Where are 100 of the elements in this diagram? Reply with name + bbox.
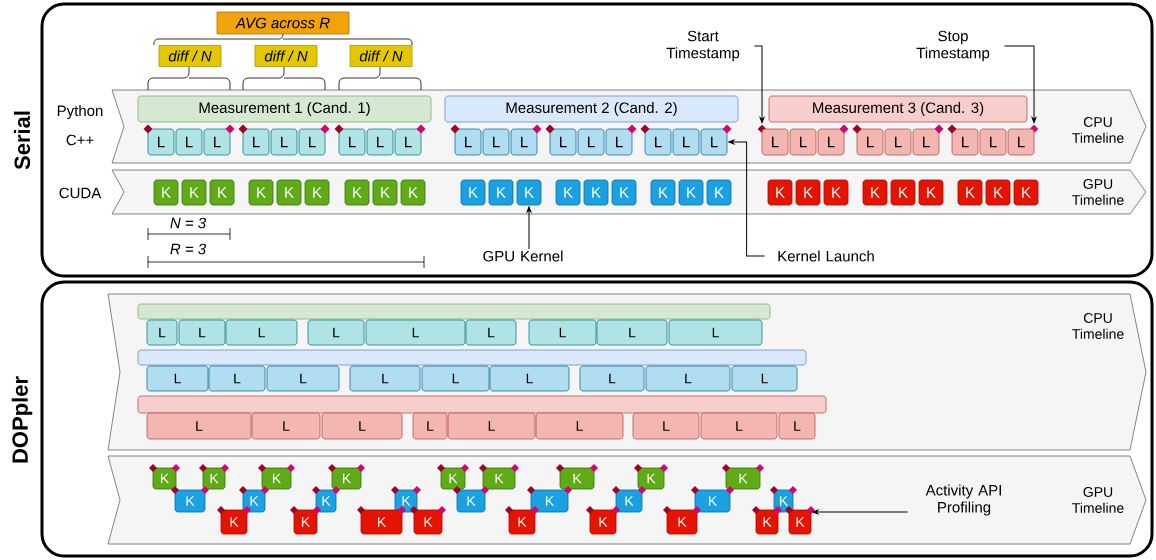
launch-box: L xyxy=(579,365,645,392)
launch-box: L xyxy=(242,128,270,156)
panel-title: Serial xyxy=(13,111,31,170)
launch-box: L xyxy=(175,128,203,156)
kernel-box: K xyxy=(220,509,248,535)
measurement-bar xyxy=(137,303,771,320)
kernel-box: K xyxy=(488,179,514,206)
arrow xyxy=(753,45,765,124)
kernel-box: K xyxy=(372,179,398,206)
kernel-box: K xyxy=(276,179,302,206)
panel-title: DOPpler xyxy=(11,376,33,463)
annotation-text: Activity API Profiling xyxy=(925,484,1001,516)
kernel-box: K xyxy=(530,489,569,513)
kernel-box: K xyxy=(152,467,177,490)
kernel-box: K xyxy=(440,467,466,490)
kernel-box: K xyxy=(508,509,536,535)
kernel-box: K xyxy=(304,179,330,206)
kernel-box: K xyxy=(637,467,665,490)
band-label: CPU Timeline xyxy=(1072,117,1124,143)
kernel-box: K xyxy=(360,509,403,535)
kernel-box: K xyxy=(862,179,888,206)
launch-box: L xyxy=(979,128,1007,156)
kernel-box: K xyxy=(795,179,821,206)
launch-box: L xyxy=(596,319,668,346)
launch-box: L xyxy=(884,128,912,156)
launch-box: L xyxy=(645,365,731,392)
launch-box: L xyxy=(447,412,536,440)
launch-box: L xyxy=(366,128,394,156)
kernel-box: K xyxy=(678,179,704,206)
launch-box: L xyxy=(465,319,517,346)
kernel-box: K xyxy=(755,509,779,535)
launch-box: L xyxy=(528,319,597,346)
kernel-box: K xyxy=(650,179,676,206)
kernel-box: K xyxy=(460,179,486,206)
note-box: diff / N xyxy=(254,45,318,67)
kernel-box: K xyxy=(890,179,916,206)
kernel-box: K xyxy=(153,179,179,206)
measurement-box: Measurement 3 (Cand. 3) xyxy=(768,95,1028,123)
launch-box: L xyxy=(321,412,403,440)
note-box: diff / N xyxy=(349,45,413,67)
launch-box: L xyxy=(700,128,728,156)
annotation-text: GPU Kernel xyxy=(483,250,563,262)
launch-box: L xyxy=(412,412,448,440)
kernel-box: K xyxy=(202,467,226,490)
label: N = 3 xyxy=(170,217,206,229)
launch-box: L xyxy=(761,128,789,156)
launch-box: L xyxy=(251,412,321,440)
launch-box: L xyxy=(700,412,778,440)
kernel-box: K xyxy=(589,509,617,535)
launch-box: L xyxy=(951,128,979,156)
launch-box: L xyxy=(146,365,209,392)
label: Python xyxy=(57,105,103,119)
kernel-box: K xyxy=(331,467,362,490)
kernel-box: K xyxy=(482,467,516,490)
measurement-bar xyxy=(137,349,807,366)
kernel-box: K xyxy=(413,509,443,535)
band-label: GPU Timeline xyxy=(1072,487,1124,513)
launch-box: L xyxy=(789,128,817,156)
kernel-box: K xyxy=(706,179,732,206)
launch-box: L xyxy=(605,128,633,156)
launch-box: L xyxy=(1007,128,1035,156)
kernel-box: K xyxy=(174,489,206,513)
measurement-box: Measurement 1 (Cand. 1) xyxy=(137,95,432,123)
kernel-box: K xyxy=(767,179,793,206)
launch-box: L xyxy=(270,128,298,156)
arrow xyxy=(812,509,909,515)
band-label: GPU Timeline xyxy=(1072,179,1124,205)
kernel-box: K xyxy=(725,467,761,490)
launch-box: L xyxy=(394,128,422,156)
launch-box: L xyxy=(338,128,366,156)
launch-box: L xyxy=(672,128,700,156)
launch-box: L xyxy=(178,319,226,346)
launch-box: L xyxy=(146,319,178,346)
band-label: CPU Timeline xyxy=(1072,313,1124,339)
launch-box: L xyxy=(668,319,763,346)
arrow xyxy=(728,139,766,257)
annotation-text: Stop Timestamp xyxy=(916,30,990,62)
launch-box: L xyxy=(510,128,538,156)
kernel-box: K xyxy=(209,179,235,206)
launch-box: L xyxy=(266,365,340,392)
kernel-box: K xyxy=(788,509,812,535)
arrow xyxy=(1003,45,1037,124)
launch-box: L xyxy=(731,365,798,392)
kernel-box: K xyxy=(315,489,337,513)
launch-box: L xyxy=(208,365,266,392)
kernel-box: K xyxy=(985,179,1011,206)
launch-box: L xyxy=(225,319,298,346)
kernel-box: K xyxy=(611,179,637,206)
annotation-text: Kernel Launch xyxy=(778,250,874,262)
measurement-bar xyxy=(137,395,827,414)
kernel-box: K xyxy=(400,179,426,206)
launch-box: L xyxy=(203,128,231,156)
kernel-box: K xyxy=(181,179,207,206)
launch-box: L xyxy=(632,412,700,440)
launch-box: L xyxy=(577,128,605,156)
kernel-box: K xyxy=(344,179,370,206)
kernel-box: K xyxy=(957,179,983,206)
launch-box: L xyxy=(912,128,940,156)
kernel-box: K xyxy=(666,509,698,535)
kernel-box: K xyxy=(456,489,486,513)
